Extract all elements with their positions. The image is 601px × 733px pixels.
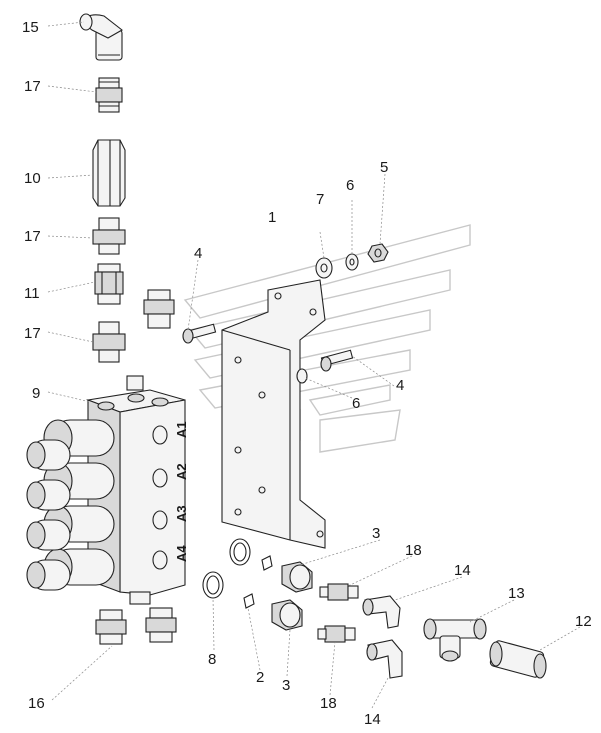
lock-washer-6-lower	[296, 368, 308, 384]
callout-11: 11	[24, 285, 40, 302]
callout-2: 2	[256, 669, 264, 686]
callout-14-bottom: 14	[364, 711, 381, 728]
adapter-18	[317, 583, 359, 643]
mounting-bracket-1	[221, 279, 326, 549]
callout-6-top: 6	[346, 177, 354, 194]
adapter-17-middle	[92, 217, 126, 255]
adapter-17-lower	[92, 321, 126, 363]
adapter-17-top	[95, 77, 123, 113]
lock-washer-6	[345, 253, 359, 271]
filter-10	[92, 139, 126, 207]
o-ring-upper	[229, 538, 251, 566]
o-ring-8	[202, 571, 224, 599]
coupling-11	[94, 263, 124, 305]
union-nut-3	[271, 561, 313, 631]
callout-12: 12	[575, 613, 592, 630]
callout-17-top: 17	[24, 78, 41, 95]
callout-3-top: 3	[372, 525, 380, 542]
callout-4-right: 4	[396, 377, 404, 394]
callout-15: 15	[22, 19, 39, 36]
callout-5: 5	[380, 159, 388, 176]
callout-17-middle: 17	[24, 228, 41, 245]
callout-4-top: 4	[194, 245, 202, 262]
callout-8: 8	[208, 651, 216, 668]
callout-16: 16	[28, 695, 45, 712]
callout-1: 1	[268, 209, 276, 226]
solenoid-coils	[26, 419, 115, 591]
elbow-14	[362, 595, 403, 679]
leader-lines	[47, 21, 581, 709]
callout-18-top: 18	[405, 542, 422, 559]
callout-14-top: 14	[454, 562, 471, 579]
washer-7	[315, 257, 333, 279]
valve-label-a3: A3	[174, 505, 189, 522]
callout-9: 9	[32, 385, 40, 402]
adapters-16	[95, 607, 177, 645]
valve-label-a4: A4	[174, 545, 189, 562]
valve-label-a1: A1	[174, 421, 189, 438]
seal-2	[243, 555, 273, 609]
adapter-near-valve	[143, 289, 175, 329]
elbow-fitting-15	[79, 13, 123, 61]
bolt-4-left	[182, 323, 217, 344]
straight-fitting-12	[489, 640, 547, 679]
tee-13	[423, 618, 487, 662]
nut-5	[367, 243, 389, 263]
callout-7: 7	[316, 191, 324, 208]
bolt-4-right	[320, 349, 354, 372]
valve-section-labels: A1 A2 A3 A4	[174, 421, 189, 562]
callout-6-right: 6	[352, 395, 360, 412]
callout-10: 10	[24, 170, 41, 187]
callout-3-bottom: 3	[282, 677, 290, 694]
callout-18-bottom: 18	[320, 695, 337, 712]
callout-17-lower: 17	[24, 325, 41, 342]
callout-13: 13	[508, 585, 525, 602]
valve-label-a2: A2	[174, 463, 189, 480]
callout-numbers: 15 17 10 17 11 17 9 16 4 1 7 6 5 4 6 3 1…	[22, 19, 592, 728]
